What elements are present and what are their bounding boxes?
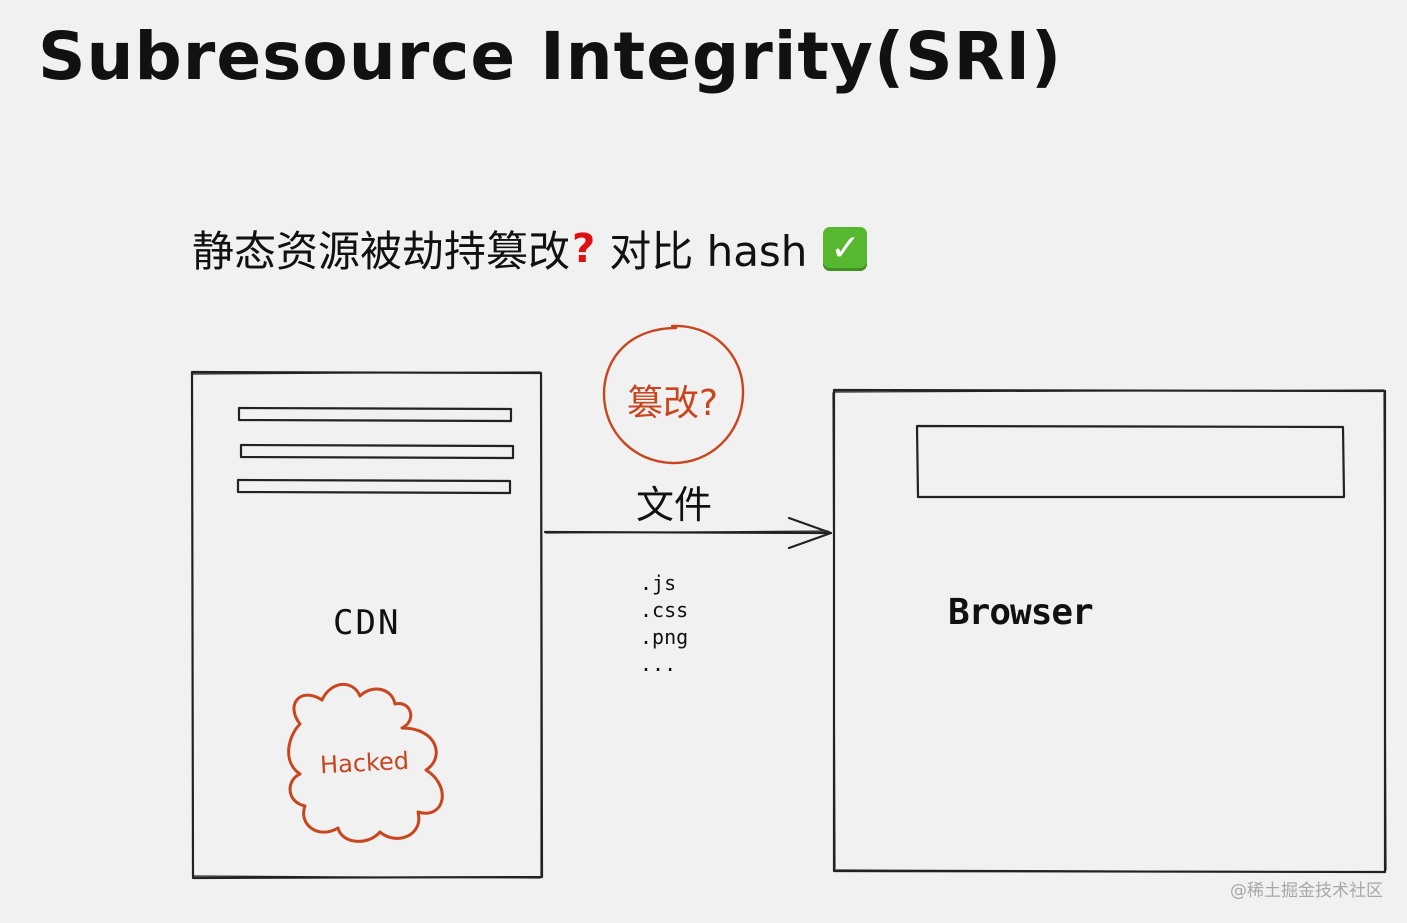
file-type-list: .js .css .png ...: [640, 570, 688, 678]
cdn-content-bar-3: [236, 478, 512, 495]
file-label: 文件: [636, 483, 713, 527]
subtitle: 静态资源被劫持篡改 ? 对比 hash ✓: [192, 218, 868, 279]
tamper-circle: [602, 324, 745, 465]
watermark: @稀土掘金技术社区: [1230, 881, 1383, 901]
compare-hash-text: 对比 hash: [609, 227, 808, 276]
hacked-label: Hacked: [319, 746, 410, 780]
right-arrow-icon: [543, 516, 833, 550]
file-type-css: .css: [640, 598, 689, 622]
cdn-content-bar-1: [237, 406, 513, 423]
file-type-png: .png: [640, 625, 689, 649]
browser-label: Browser: [948, 592, 1094, 633]
file-type-js: .js: [640, 571, 677, 595]
red-question-mark-icon: ?: [572, 225, 596, 272]
file-type-more: ...: [640, 652, 677, 676]
cdn-box: [190, 370, 544, 880]
browser-address-bar: [915, 424, 1346, 499]
subtitle-text: 静态资源被劫持篡改: [192, 227, 571, 276]
green-check-box-icon: ✓: [823, 226, 868, 271]
page-title: Subresource Integrity(SRI): [38, 18, 1063, 95]
tamper-label: 篡改?: [627, 383, 719, 424]
cdn-content-bar-2: [239, 443, 515, 460]
browser-box: [832, 388, 1387, 874]
cdn-label: CDN: [333, 603, 401, 643]
cloud-outline-icon: [287, 683, 444, 843]
